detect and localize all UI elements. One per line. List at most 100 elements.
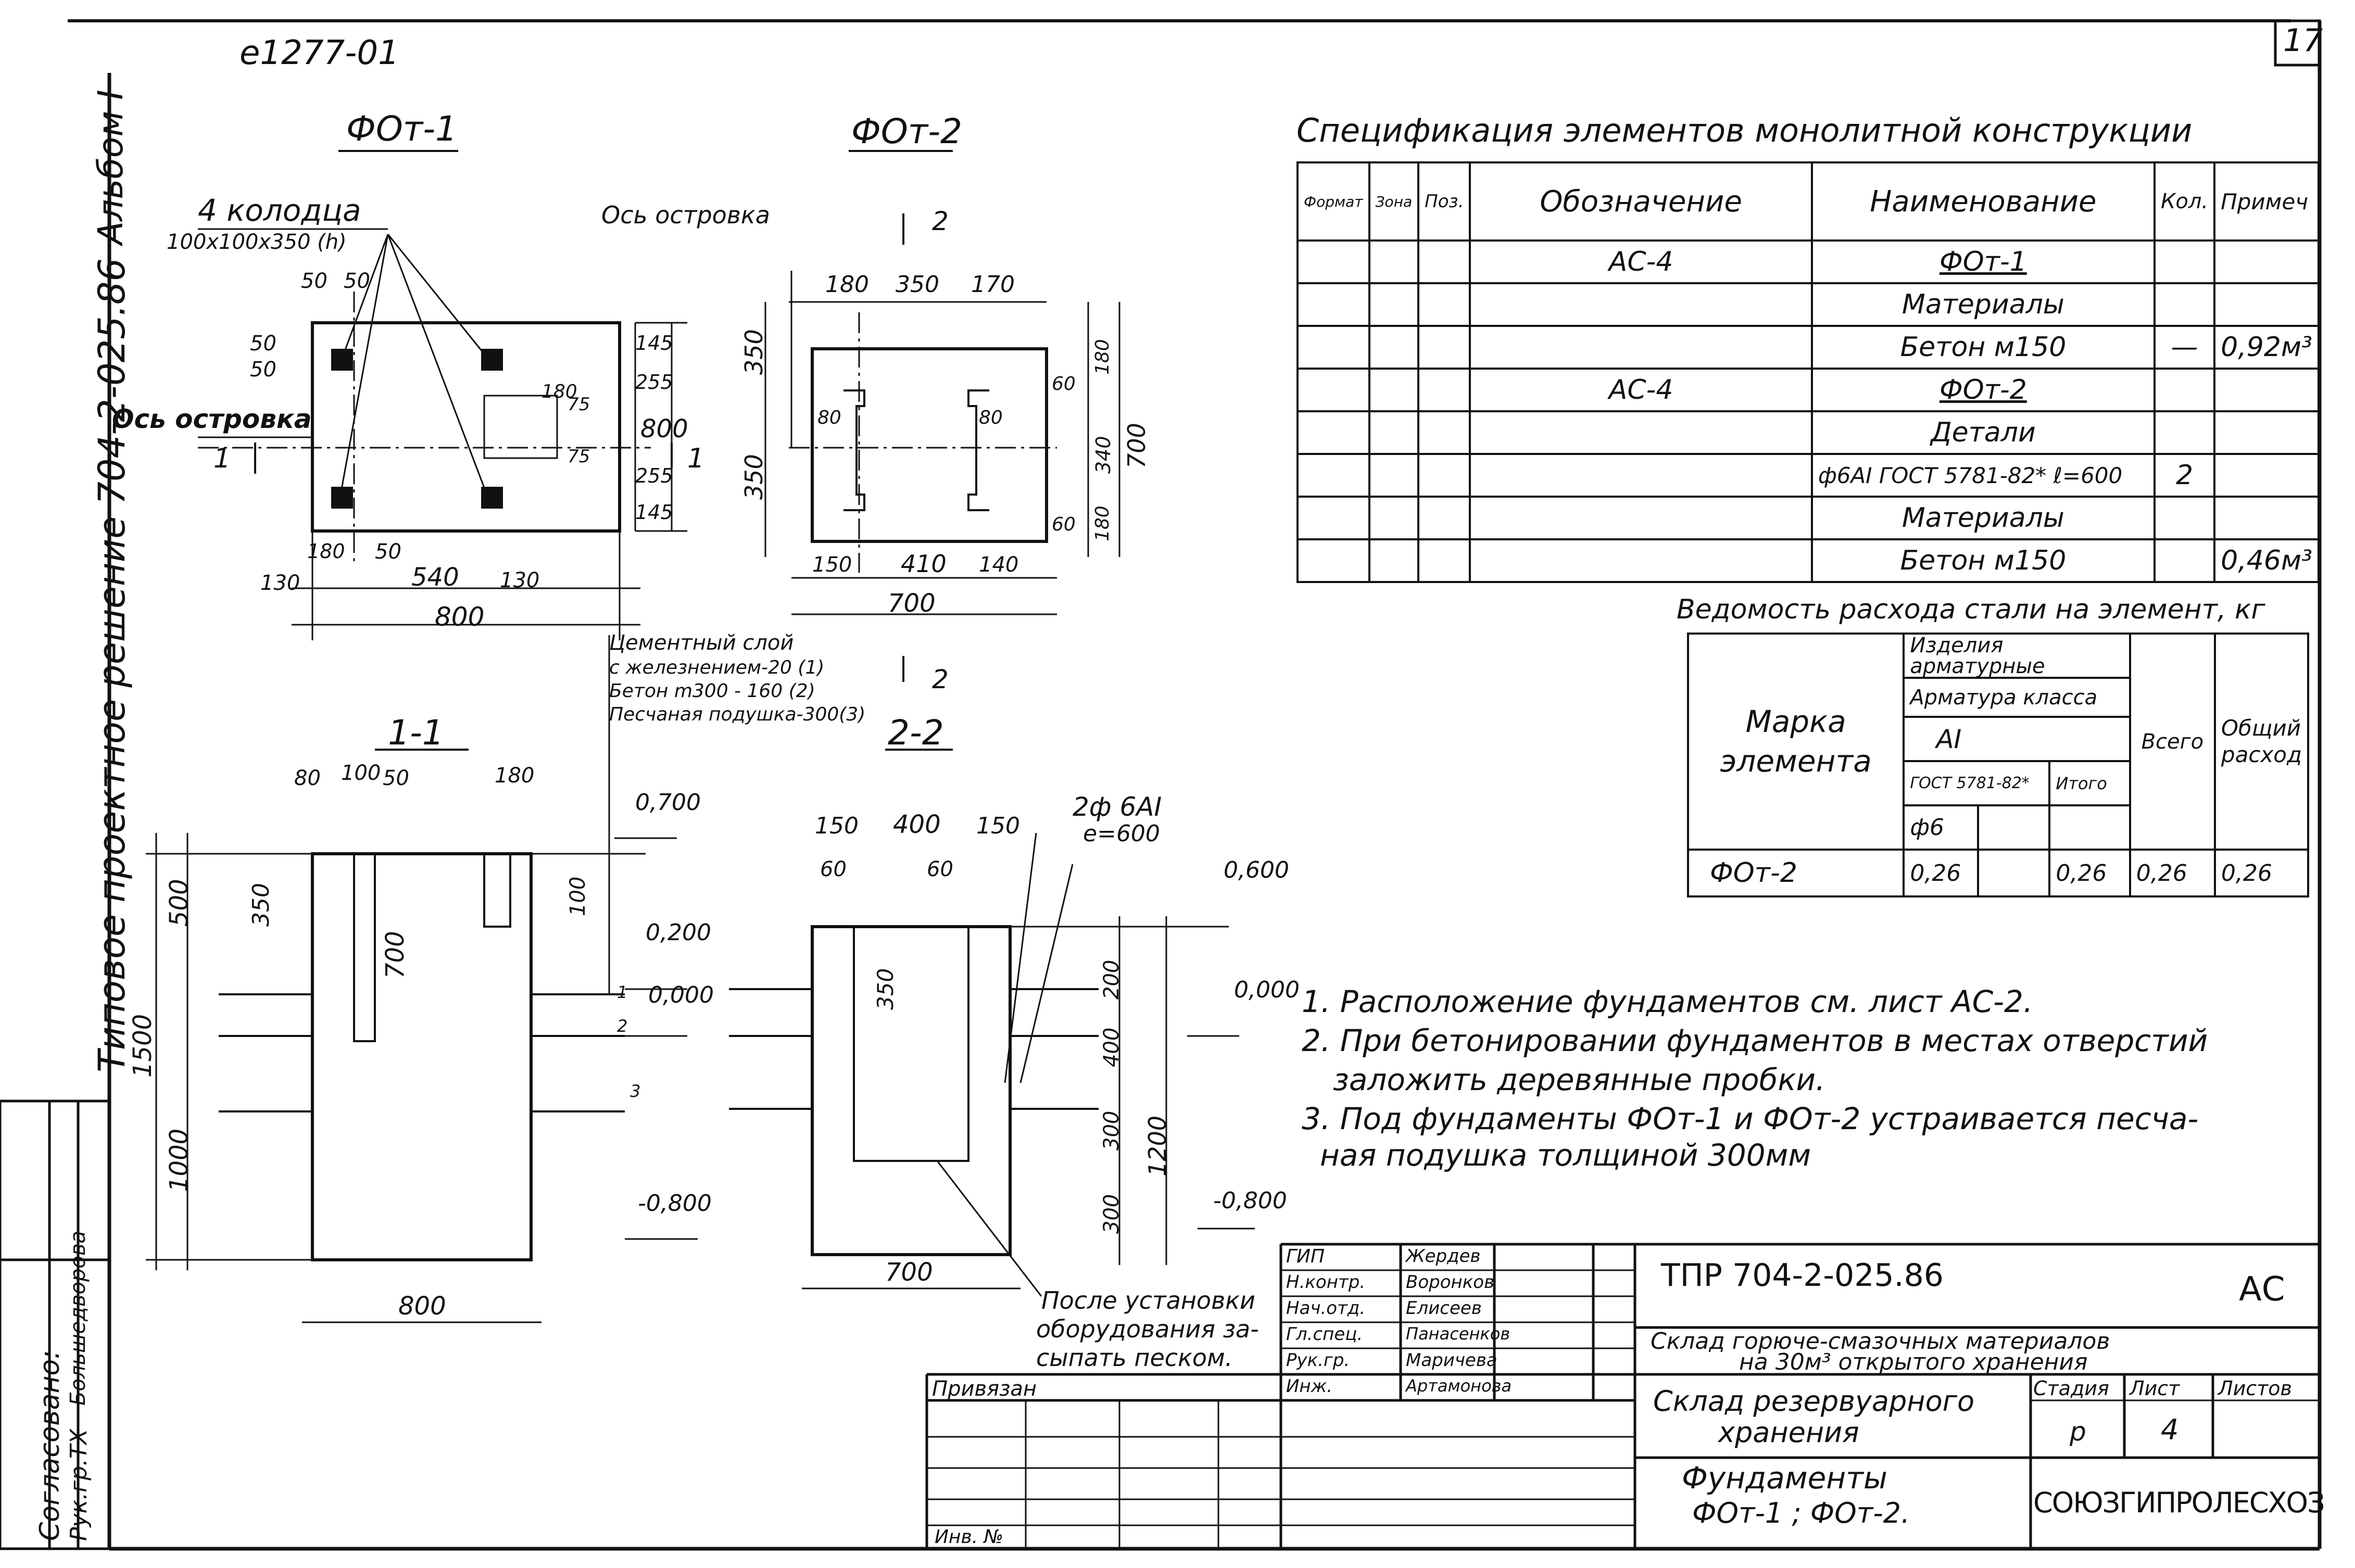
dim: 1200 <box>1143 1115 1172 1177</box>
steel-cell: 0,26 <box>2213 849 2310 897</box>
dim: 180 <box>1092 505 1113 541</box>
spec-cell <box>1417 282 1471 327</box>
group-head-name: Большедворова <box>66 1231 90 1406</box>
spec-cell <box>1296 325 1370 370</box>
spec-cell: — <box>2153 325 2216 370</box>
dim: 75 <box>568 446 590 467</box>
dim: 300 <box>1100 1110 1124 1150</box>
dim: 145 <box>635 332 673 355</box>
spec-cell: АС-4 <box>1469 368 1813 412</box>
layers-label-3: Бетон m300 - 160 (2) <box>609 680 815 702</box>
dim: 60 <box>820 857 847 881</box>
dim: 50 <box>250 358 276 382</box>
spec-cell <box>1417 538 1471 583</box>
dim: 410 <box>901 550 947 578</box>
spec-cell <box>1469 538 1813 583</box>
dim: 400 <box>893 810 941 839</box>
spec-cell <box>1368 325 1420 370</box>
dim: 350 <box>873 968 898 1010</box>
table-row: Бетон м150—0,92м³ <box>1296 325 2320 370</box>
section2-title: 2-2 <box>888 713 944 753</box>
level-mark: -0,800 <box>638 1190 712 1217</box>
project-name-2: на 30м³ открытого хранения <box>1739 1349 2088 1375</box>
building-name-1: Склад резервуарного <box>1653 1385 1975 1418</box>
spec-cell <box>1296 368 1370 412</box>
dim: 50 <box>383 766 409 790</box>
project-name-1: Склад горюче-смазочных материалов <box>1651 1328 2110 1355</box>
note-3-cont: ная подушка толщиной 300мм <box>1320 1137 1811 1173</box>
table-row: Детали <box>1296 410 2320 455</box>
spec-col-qty: Кол. <box>2153 161 2216 242</box>
cut-mark-2-top: 2 <box>932 206 949 236</box>
spec-cell <box>2213 453 2320 498</box>
spec-cell <box>1417 410 1471 455</box>
table-row: ФОт-2 0,26 0,26 0,26 0,26 <box>1686 849 2310 897</box>
after-install-note-2: оборудования за- <box>1036 1315 1259 1343</box>
dim: 180 <box>1092 339 1113 375</box>
axis-label-plan2: Ось островка <box>601 201 770 229</box>
steel-class-header: АI <box>1903 716 2131 762</box>
organization-name: СОЮЗГИПРОЛЕСХОЗ <box>2033 1486 2325 1519</box>
spec-cell: 2 <box>2153 453 2216 498</box>
note-1: 1. Расположение фундаментов см. лист АС-… <box>1302 984 2033 1019</box>
group-head-label: Рук.гр.ТХ <box>66 1428 92 1541</box>
spec-cell <box>1469 325 1813 370</box>
spec-cell <box>2153 410 2216 455</box>
note-2-cont: заложить деревянные пробки. <box>1333 1062 1825 1097</box>
sheet-number: 17 <box>2283 22 2323 59</box>
dim: 80 <box>294 766 321 790</box>
dim: 80 <box>979 407 1003 428</box>
stage-label: Стадия <box>2033 1377 2109 1400</box>
layer-number: 2 <box>617 1016 628 1036</box>
spec-cell <box>1368 496 1420 540</box>
drawing-mark: АС <box>2239 1270 2285 1309</box>
spec-cell: Материалы <box>1810 282 2156 327</box>
dim: 150 <box>976 813 1020 839</box>
spec-cell <box>1368 239 1420 284</box>
layers-label-2: с железнением-20 (1) <box>609 657 825 678</box>
dim: 180 <box>495 764 535 788</box>
spec-cell: 0,46м³ <box>2213 538 2320 583</box>
role: ГИП <box>1286 1246 1325 1267</box>
spec-header-row: Формат Зона Поз. Обозначение Наименовани… <box>1296 161 2320 242</box>
spec-col-pos: Поз. <box>1417 161 1471 242</box>
person: Панасенков <box>1406 1324 1510 1344</box>
dim: 180 <box>541 381 577 402</box>
dim: 130 <box>260 571 300 595</box>
spec-cell <box>1469 453 1813 498</box>
table-row: Материалы <box>1296 282 2320 327</box>
rebar-label: 2ф 6АI <box>1073 792 1162 822</box>
rebar-spacing-label: е=600 <box>1083 820 1160 847</box>
spec-cell <box>2213 239 2320 284</box>
spec-cell: 0,92м³ <box>2213 325 2320 370</box>
dim: 200 <box>1100 959 1124 1000</box>
note-3: 3. Под фундаменты ФОт-1 и ФОт-2 устраива… <box>1302 1101 2199 1136</box>
album-label: Альбом I <box>91 90 131 245</box>
steel-gost-header: ГОСТ 5781-82* <box>1903 760 2051 806</box>
level-mark: 0,200 <box>646 919 711 946</box>
dim: 60 <box>1052 373 1076 395</box>
spec-col-note: Примеч <box>2213 161 2320 242</box>
spec-cell <box>1417 453 1471 498</box>
dim: 1000 <box>165 1128 194 1192</box>
after-install-note-1: После установки <box>1041 1286 1255 1314</box>
person: Воронков <box>1406 1272 1495 1293</box>
dim: 350 <box>896 271 939 298</box>
role: Нач.отд. <box>1286 1298 1366 1319</box>
person: Жердев <box>1406 1246 1481 1267</box>
plan2-title: ФОт-2 <box>851 111 963 151</box>
spec-cell <box>1296 410 1370 455</box>
doc-number: е1277-01 <box>240 34 399 72</box>
steel-cell: 0,26 <box>1903 849 1980 897</box>
dim: 180 <box>307 540 345 563</box>
spec-cell <box>1296 453 1370 498</box>
layers-label-1: Цементный слой <box>609 631 794 655</box>
spec-cell <box>1296 239 1370 284</box>
dim: 60 <box>927 857 953 881</box>
dim: 255 <box>635 371 673 394</box>
spec-cell <box>1368 410 1420 455</box>
plan1-title: ФОт-1 <box>346 109 458 149</box>
role: Н.контр. <box>1286 1272 1366 1293</box>
